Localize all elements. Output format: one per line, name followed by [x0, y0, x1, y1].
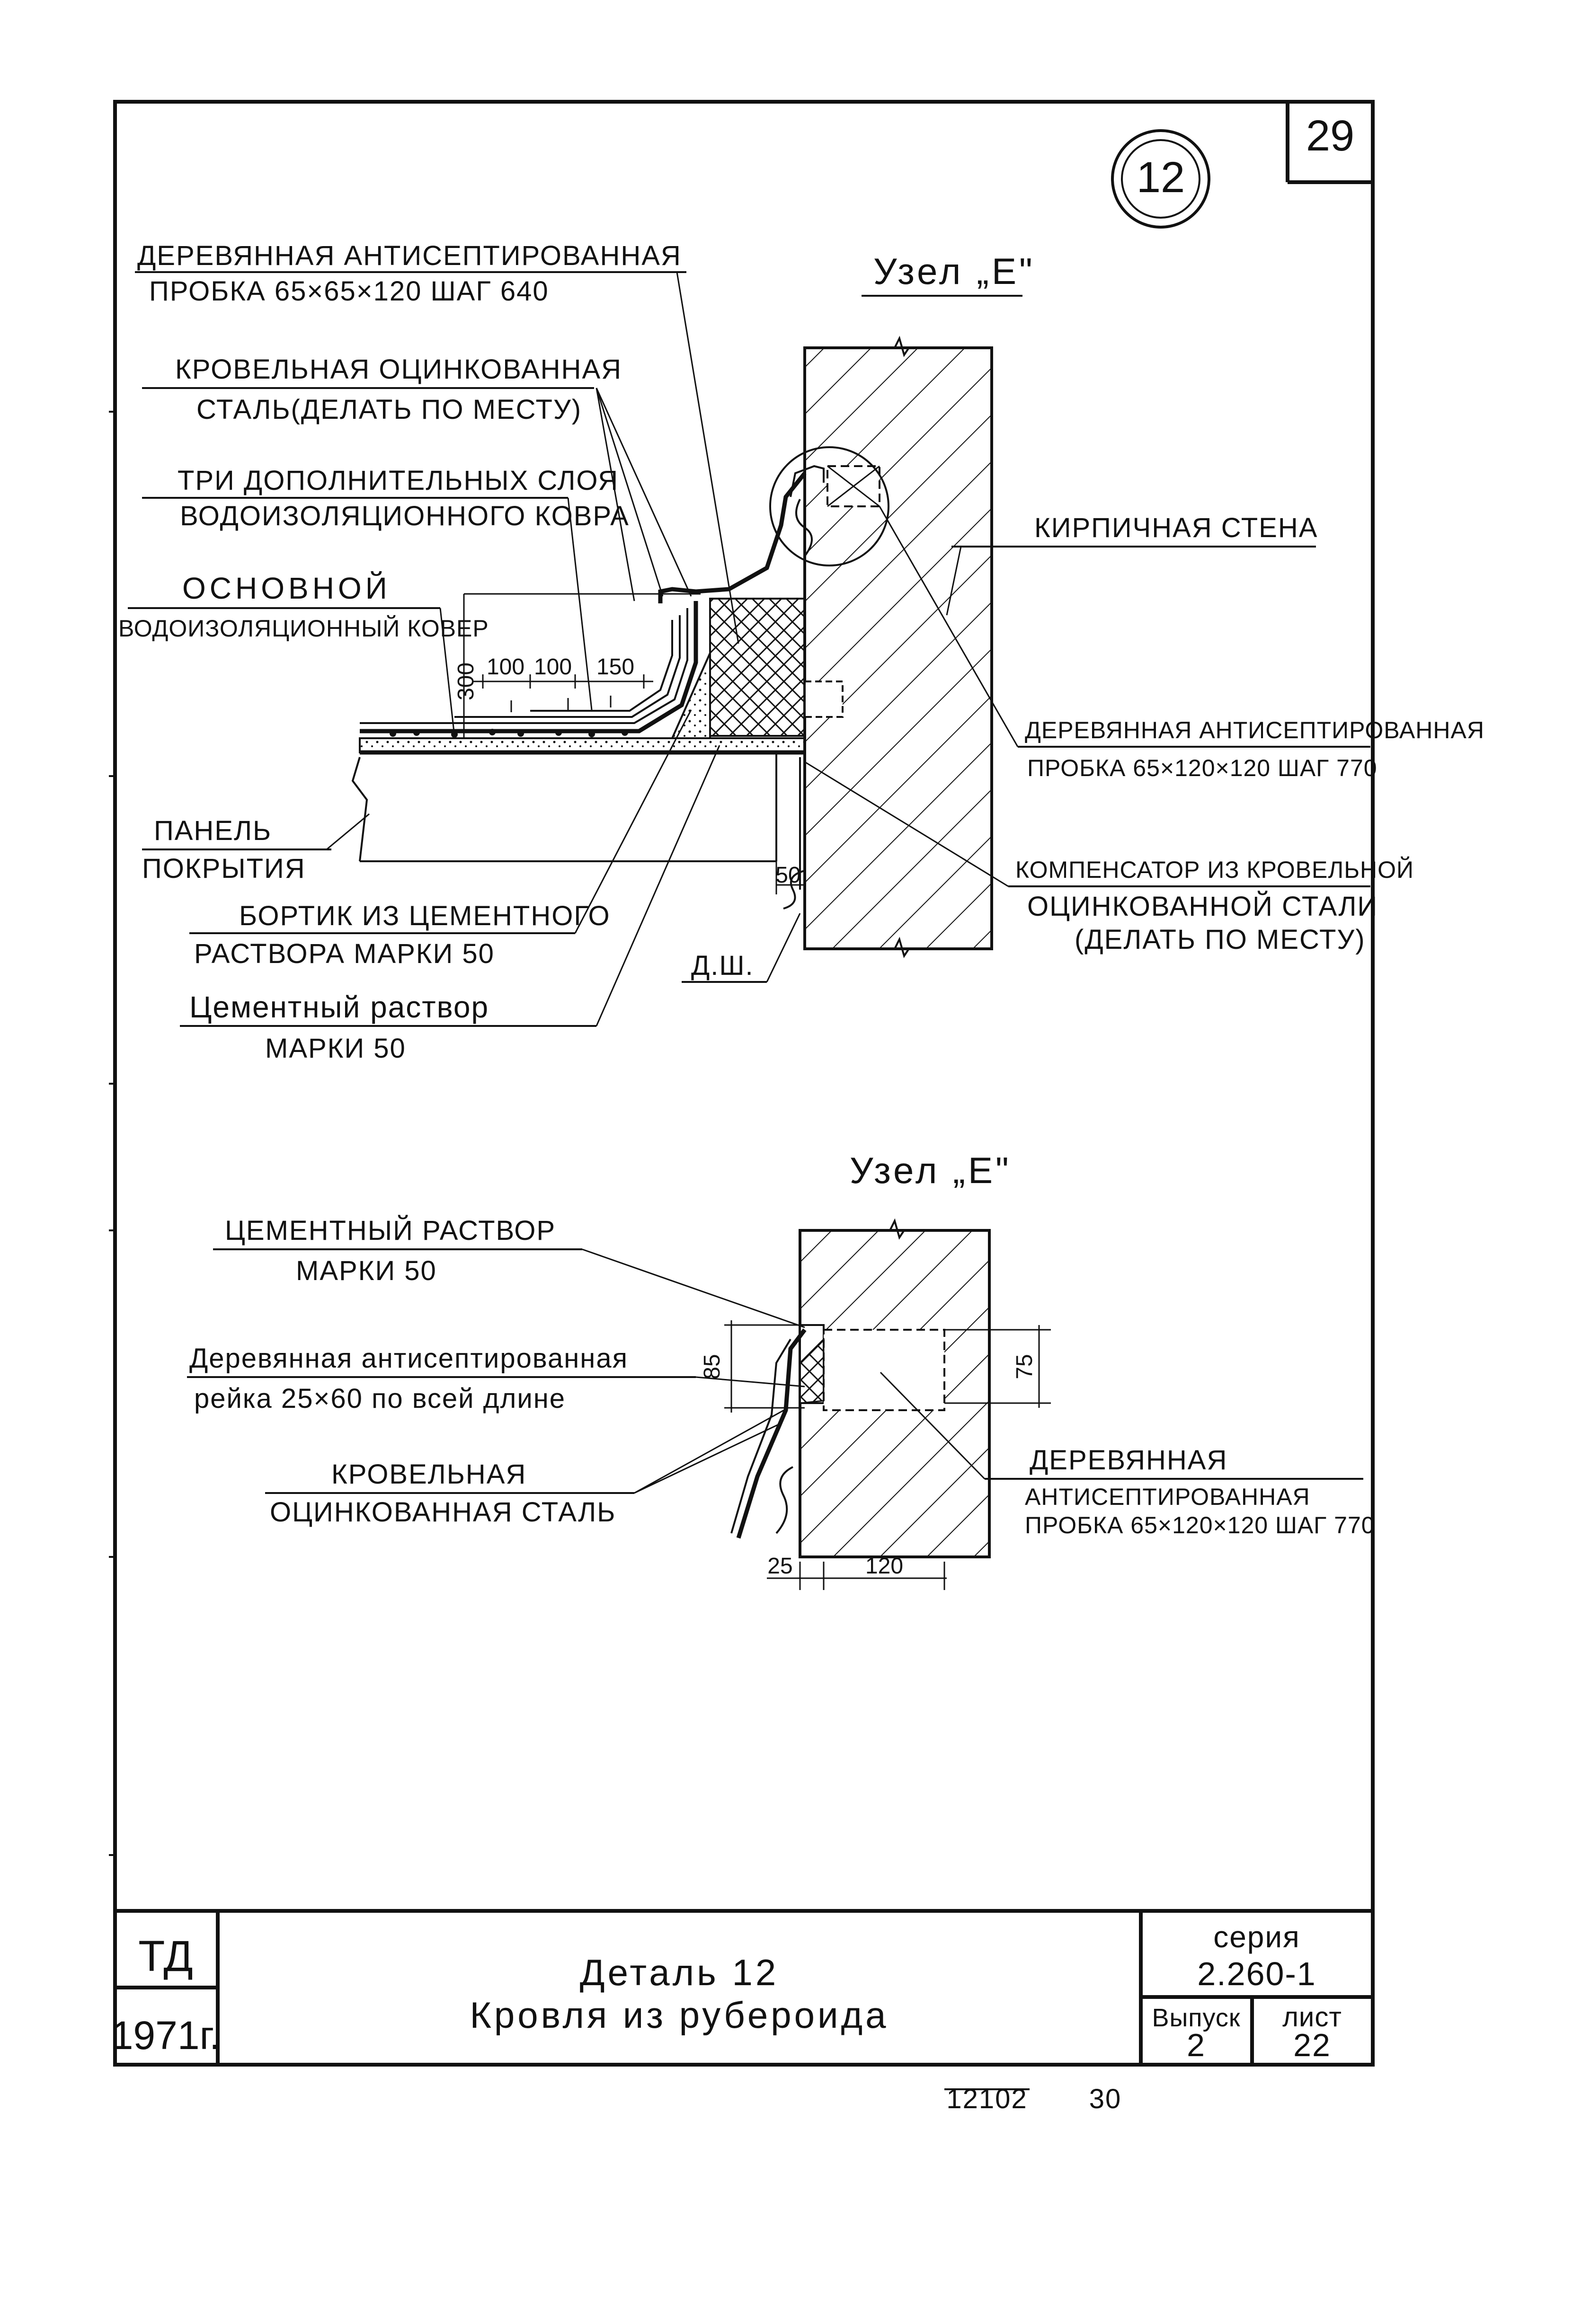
copy-number: 30	[1089, 2084, 1122, 2114]
label-b-batten-line1: Деревянная антисептированная	[189, 1343, 628, 1374]
dim-85: 85	[700, 1354, 725, 1379]
dim-50: 50	[775, 863, 800, 888]
dimensions-bottom	[724, 1320, 1051, 1590]
label-b-mortar-line1: ЦЕМЕНТНЫЙ РАСТВОР	[225, 1215, 556, 1246]
detail-number-circle: 12	[1111, 129, 1210, 229]
label-layers-line1: ТРИ ДОПОЛНИТЕЛЬНЫХ СЛОЯ	[178, 465, 619, 496]
label-plug-1-line1: ДЕРЕВЯННАЯ АНТИСЕПТИРОВАННАЯ	[137, 240, 682, 271]
series-value: 2.260-1	[1197, 1955, 1316, 1992]
dim-100-b: 100	[534, 654, 572, 680]
label-mortar-line2: МАРКИ 50	[265, 1033, 406, 1064]
dim-150: 150	[596, 654, 634, 680]
label-steel-line2: СТАЛЬ(ДЕЛАТЬ ПО МЕСТУ)	[196, 394, 582, 425]
label-b-plug-line2: АНТИСЕПТИРОВАННАЯ	[1025, 1484, 1310, 1510]
dimensions-top	[463, 593, 805, 894]
node-title-bottom: Узел „Е"	[850, 1149, 1012, 1191]
label-b-plug-line3: ПРОБКА 65×120×120 ШАГ 770	[1025, 1512, 1375, 1538]
node-e-callout	[769, 446, 889, 566]
sheet-frame	[109, 100, 1375, 2067]
title-line2: Кровля из рубероида	[470, 1994, 889, 2036]
cement-curb	[670, 598, 806, 739]
label-b-steel-line2: ОЦИНКОВАННАЯ СТАЛЬ	[270, 1497, 616, 1528]
label-curb-line2: РАСТВОРА МАРКИ 50	[194, 938, 495, 969]
label-layers-line2: ВОДОИЗОЛЯЦИОННОГО КОВРА	[180, 501, 630, 531]
labels-top: ДЕРЕВЯННАЯ АНТИСЕПТИРОВАННАЯ ПРОБКА 65×6…	[118, 240, 1484, 1064]
label-b-mortar-line2: МАРКИ 50	[296, 1255, 437, 1286]
label-comp-line3: (ДЕЛАТЬ ПО МЕСТУ)	[1075, 924, 1366, 955]
label-steel-line1: КРОВЕЛЬНАЯ ОЦИНКОВАННАЯ	[175, 354, 622, 385]
label-panel-line2: ПОКРЫТИЯ	[142, 853, 306, 884]
label-b-plug-line1: ДЕРЕВЯННАЯ	[1030, 1445, 1227, 1476]
label-base-line2: ВОДОИЗОЛЯЦИОННЫЙ КОВЕР	[118, 615, 489, 642]
detail-number: 12	[1137, 153, 1185, 202]
label-comp-line2: ОЦИНКОВАННОЙ СТАЛИ	[1027, 891, 1378, 922]
dim-75: 75	[1012, 1354, 1037, 1379]
label-plug-2-line1: ДЕРЕВЯННАЯ АНТИСЕПТИРОВАННАЯ	[1025, 717, 1484, 743]
waterproofing-layers	[360, 601, 698, 738]
labels-bottom: ЦЕМЕНТНЫЙ РАСТВОР МАРКИ 50 Деревянная ан…	[187, 1215, 1375, 1538]
series-label: серия	[1213, 1920, 1300, 1954]
label-comp-line1: КОМПЕНСАТОР ИЗ КРОВЕЛЬНОЙ	[1015, 856, 1414, 883]
title-block	[115, 1909, 1373, 2065]
label-b-batten-line2: рейка 25×60 по всей длине	[194, 1383, 566, 1414]
issue-value: 2	[1187, 2027, 1206, 2063]
inventory-number: 12102	[946, 2084, 1027, 2114]
dim-120: 120	[865, 1554, 903, 1579]
year: 1971г.	[111, 2013, 221, 2058]
title-line1: Деталь 12	[580, 1952, 779, 1993]
org-code: ТД	[138, 1932, 193, 1980]
node-title-top: Узел „Е"	[873, 250, 1035, 292]
page-number: 29	[1306, 112, 1354, 160]
dim-25: 25	[767, 1554, 792, 1579]
label-mortar-line1: Цементный раствор	[189, 990, 489, 1024]
dim-300: 300	[453, 663, 479, 700]
label-b-steel-line1: КРОВЕЛЬНАЯ	[331, 1459, 526, 1490]
roof-panel	[351, 737, 806, 862]
issue-label: Выпуск	[1152, 2004, 1240, 2032]
label-plug-2-line2: ПРОБКА 65×120×120 ШАГ 770	[1027, 755, 1378, 781]
label-dowel: Д.Ш.	[691, 950, 754, 981]
sheet-value: 22	[1293, 2027, 1331, 2063]
sheet-label: лист	[1282, 2002, 1342, 2032]
label-panel-line1: ПАНЕЛЬ	[154, 815, 272, 846]
label-plug-1-line2: ПРОБКА 65×65×120 ШАГ 640	[149, 276, 549, 307]
brick-wall-bottom	[730, 1218, 991, 1558]
label-base-line1: ОСНОВНОЙ	[182, 571, 391, 605]
label-curb-line1: БОРТИК ИЗ ЦЕМЕНТНОГО	[239, 901, 611, 931]
label-brick-wall: КИРПИЧНАЯ СТЕНА	[1034, 513, 1318, 543]
dim-100-a: 100	[487, 654, 524, 680]
brick-wall-top	[803, 336, 993, 958]
wood-plug-lower	[804, 680, 844, 718]
